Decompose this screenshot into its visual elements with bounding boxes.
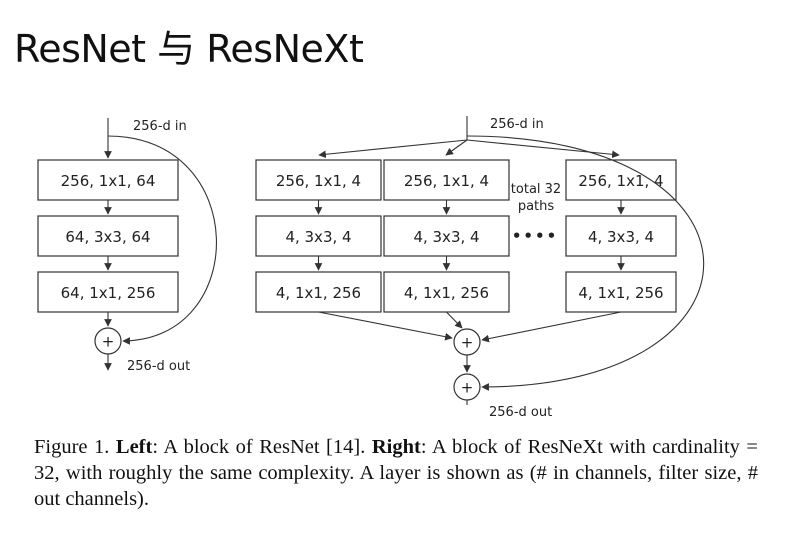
resnext-paths-ellipsis: •••• [512, 227, 558, 245]
resnext-output-label: 256-d out [489, 405, 552, 420]
resnext-path-32-layer-1-box [565, 159, 677, 201]
page-title: ResNet 与 ResNeXt [14, 27, 364, 71]
resnet-layer-2-label: 64, 3x3, 64 [65, 228, 150, 246]
resnet-layer-2-box [37, 215, 179, 257]
caption-right-text: : A block of ResNeXt with cardinality = … [34, 436, 758, 510]
resnet-resnext-diagram: 256-d in 256, 1x1, 64 64, 3x3, 64 64, 1x… [37, 116, 705, 420]
resnext-path-2-layer-3-box [383, 271, 510, 313]
resnet-input-label: 256-d in [133, 119, 187, 134]
resnext-path-2-layer-2-label: 4, 3x3, 4 [413, 228, 479, 246]
resnet-block: 256-d in 256, 1x1, 64 64, 3x3, 64 64, 1x… [37, 118, 217, 374]
resnext-path-2-layer-3-label: 4, 1x1, 256 [404, 284, 489, 302]
resnet-shortcut-connection [107, 135, 217, 345]
resnext-path-32-layer-3-box [565, 271, 677, 313]
resnext-input-label: 256-d in [490, 117, 544, 132]
resnet-layer-3-box [37, 271, 179, 313]
resnext-path-2-layer-1-label: 256, 1x1, 4 [404, 172, 489, 190]
resnet-layer-3-label: 64, 1x1, 256 [61, 284, 156, 302]
figure-caption: Figure 1. Left: A block of ResNet [14]. … [34, 434, 758, 512]
resnext-path-32-layer-3-label: 4, 1x1, 256 [578, 284, 663, 302]
resnet-sum-symbol: + [102, 333, 115, 351]
resnext-path-32-layer-1-label: 256, 1x1, 4 [578, 172, 663, 190]
caption-left-text: : A block of ResNet [14]. [152, 436, 372, 458]
resnext-residual-sum-symbol: + [461, 379, 474, 397]
resnext-paths-note-line-2: paths [518, 199, 555, 214]
resnext-path-1-layer-2-box [255, 215, 382, 257]
caption-left-heading: Left [115, 436, 153, 458]
resnext-path-32-layer-2-label: 4, 3x3, 4 [588, 228, 654, 246]
resnext-path-2-layer-1-box [383, 159, 510, 201]
resnext-path-2-layer-2-box [383, 215, 510, 257]
resnext-path-1-layer-1-label: 256, 1x1, 4 [276, 172, 361, 190]
resnext-paths-note-line-1: total 32 [511, 182, 561, 197]
resnet-output-label: 256-d out [127, 359, 190, 374]
resnext-path-1-layer-2-label: 4, 3x3, 4 [285, 228, 351, 246]
resnext-path-1-layer-1-box [255, 159, 382, 201]
resnet-layer-1-label: 256, 1x1, 64 [61, 172, 156, 190]
resnext-path-32-layer-2-box [565, 215, 677, 257]
resnext-path-1-layer-3-label: 4, 1x1, 256 [276, 284, 361, 302]
resnext-shortcut-connection [466, 135, 705, 391]
resnext-aggregate-sum-symbol: + [461, 334, 474, 352]
caption-figure-label: Figure 1. [34, 436, 116, 458]
caption-right-heading: Right [371, 436, 421, 458]
resnext-block: 256-d in 256, 1x1, 4 4, 3x3, 4 4, 1x1, 2… [255, 116, 705, 420]
